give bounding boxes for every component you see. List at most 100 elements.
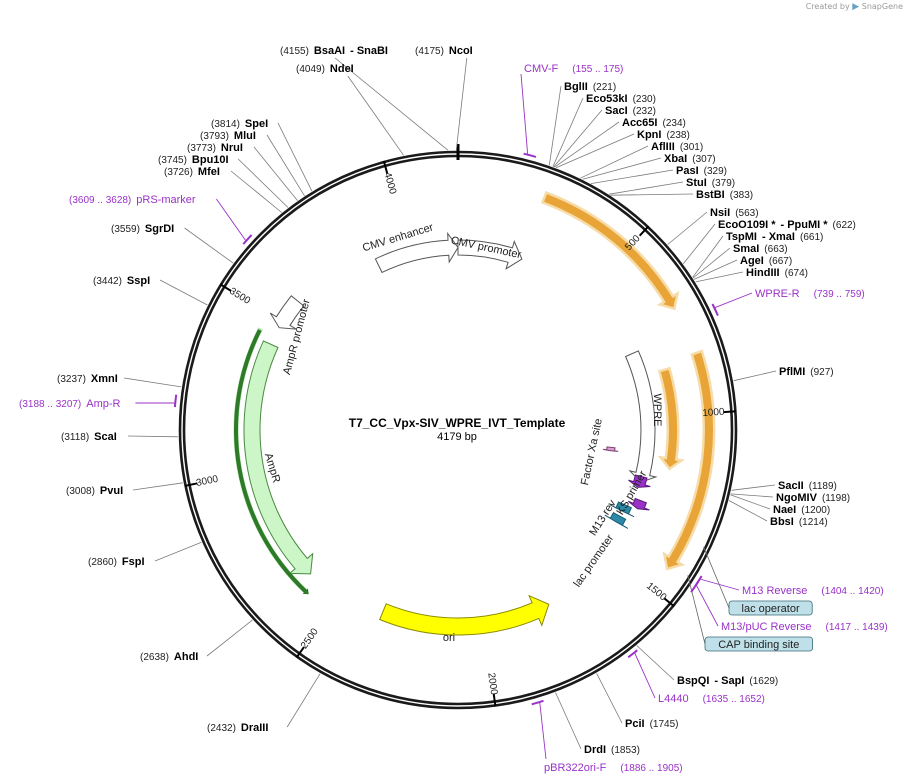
enzyme-eco53ki-connector [552, 97, 584, 167]
enzyme-ecoo109i-alias: - PpuMI * [780, 219, 828, 231]
enzyme-nrui[interactable]: (3773)NruI [187, 142, 243, 154]
enzyme-sgrdi[interactable]: (3559)SgrDI [111, 223, 174, 235]
primer-l4440[interactable]: L4440(1635 .. 1652) [658, 693, 765, 705]
enzyme-pcii[interactable]: PciI(1745) [625, 718, 678, 730]
enzyme-ecoo109i[interactable]: EcoO109I *- PpuMI *(622) [718, 219, 856, 231]
enzyme-ncoi[interactable]: (4175)NcoI [415, 45, 473, 57]
enzyme-bbsi-position: (1214) [799, 517, 828, 528]
enzyme-drdi[interactable]: DrdI(1853) [584, 744, 640, 756]
enzyme-nsii[interactable]: NsiI(563) [710, 207, 759, 219]
enzyme-mlui-text: (3793)MluI [200, 130, 256, 142]
enzyme-bbsi[interactable]: BbsI (1214) [770, 516, 828, 528]
primer-cmv-f[interactable]: CMV-F(155 .. 175) [524, 63, 623, 75]
enzyme-mlui[interactable]: (3793)MluI [200, 130, 256, 142]
enzyme-bbsi-text: BbsI (1214) [770, 516, 828, 528]
enzyme-agei-position: (667) [769, 256, 792, 267]
enzyme-bbsi-name: BbsI [770, 516, 794, 528]
primer-m13-reverse-position: (1404 .. 1420) [821, 586, 883, 597]
enzyme-xmni-name: XmnI [91, 373, 118, 385]
enzyme-mlui-position: (3793) [200, 131, 229, 142]
enzyme-smai-name: SmaI [733, 243, 759, 255]
primer-m13-puc-reverse-connector [695, 584, 719, 627]
enzyme-ecoo109i-name: EcoO109I * [718, 219, 776, 231]
enzyme-bspqi-alias: - SapI [714, 675, 744, 687]
enzyme-saci-name: SacI [605, 105, 628, 117]
enzyme-scai[interactable]: (3118)ScaI [61, 431, 117, 443]
boxed-cap-binding-site-box[interactable] [704, 636, 813, 652]
enzyme-smai[interactable]: SmaI(663) [733, 243, 788, 255]
enzyme-fspi[interactable]: (2860)FspI [88, 556, 145, 568]
enzyme-kpni[interactable]: KpnI(238) [637, 129, 690, 141]
enzyme-mfei[interactable]: (3726)MfeI [164, 166, 220, 178]
enzyme-bspqi[interactable]: BspQI- SapI(1629) [677, 675, 778, 687]
enzyme-spei[interactable]: (3814)SpeI [211, 118, 268, 130]
enzyme-eco53ki-text: Eco53kI(230) [586, 93, 656, 105]
boxed-lac-operator-label: lac operator [742, 603, 800, 615]
enzyme-tspmi[interactable]: TspMI- XmaI(661) [726, 231, 823, 243]
enzyme-naei[interactable]: NaeI(1200) [773, 504, 830, 516]
enzyme-smai-connector [692, 247, 731, 279]
enzyme-saci[interactable]: SacI(232) [605, 105, 656, 117]
enzyme-nrui-text: (3773)NruI [187, 142, 243, 154]
enzyme-bpu10i-name: Bpu10I [192, 154, 229, 166]
enzyme-xbai-name: XbaI [664, 153, 687, 165]
enzyme-pflmi[interactable]: PflMI(927) [779, 366, 834, 378]
enzyme-agei[interactable]: AgeI(667) [740, 255, 792, 267]
enzyme-fspi-position: (2860) [88, 557, 117, 568]
primer-wpre-r-mark [711, 303, 719, 317]
lac-operator-block [610, 501, 635, 518]
enzyme-acc65i-name: Acc65I [622, 117, 657, 129]
enzyme-sspi-position: (3442) [93, 276, 122, 287]
primer-amp-r[interactable]: (3188 .. 3207)Amp-R [19, 398, 121, 410]
enzyme-bpu10i[interactable]: (3745)Bpu10I [158, 154, 229, 166]
enzyme-bsaai-name: BsaAI [314, 45, 345, 57]
primer-pbr322ori-f-position: (1886 .. 1905) [620, 763, 682, 774]
primer-m13-reverse[interactable]: M13 Reverse(1404 .. 1420) [742, 585, 884, 597]
enzyme-bglii[interactable]: BglII(221) [564, 81, 616, 93]
enzyme-saci-text: SacI(232) [605, 105, 656, 117]
enzyme-xmni-connector [123, 377, 182, 388]
enzyme-ahdi[interactable]: (2638)AhdI [140, 651, 198, 663]
factor-xa-site [603, 446, 619, 452]
primer-amp-r-text: (3188 .. 3207)Amp-R [19, 398, 121, 410]
enzyme-hindiii-name: HindIII [746, 267, 780, 279]
enzyme-mfei-connector [230, 170, 282, 213]
enzyme-naei-text: NaeI(1200) [773, 504, 830, 516]
enzyme-draiii[interactable]: (2432)DraIII [207, 722, 268, 734]
primer-prs-marker-name: pRS-marker [136, 194, 196, 206]
primer-m13-puc-reverse[interactable]: M13/pUC Reverse(1417 .. 1439) [721, 621, 888, 633]
enzyme-sspi[interactable]: (3442)SspI [93, 275, 150, 287]
enzyme-bstbi[interactable]: BstBI(383) [696, 189, 753, 201]
enzyme-ncoi-position: (4175) [415, 46, 444, 57]
enzyme-afliii[interactable]: AflIII(301) [651, 141, 703, 153]
primer-l4440-connector [634, 652, 656, 699]
enzyme-pasi[interactable]: PasI(329) [676, 165, 727, 177]
enzyme-ndei-name: NdeI [330, 63, 354, 75]
enzyme-scai-position: (3118) [61, 432, 89, 443]
primer-prs-marker[interactable]: (3609 .. 3628)pRS-marker [69, 194, 196, 206]
enzyme-eco53ki[interactable]: Eco53kI(230) [586, 93, 656, 105]
enzyme-bsaai[interactable]: (4155)BsaAI- SnaBI [280, 45, 388, 57]
enzyme-ahdi-text: (2638)AhdI [140, 651, 198, 663]
boxed-lac-operator-box[interactable] [728, 600, 813, 616]
enzyme-ngomiv[interactable]: NgoMIV(1198) [776, 492, 850, 504]
enzyme-ndei[interactable]: (4049)NdeI [296, 63, 354, 75]
enzyme-stui[interactable]: StuI(379) [686, 177, 735, 189]
enzyme-hindiii-position: (674) [785, 268, 808, 279]
enzyme-pvui-connector [132, 482, 184, 491]
primer-pbr322ori-f[interactable]: pBR322ori-F(1886 .. 1905) [544, 762, 683, 774]
primer-wpre-r[interactable]: WPRE-R(739 .. 759) [755, 288, 865, 300]
primer-wpre-r-position: (739 .. 759) [814, 289, 865, 300]
enzyme-ngomiv-name: NgoMIV [776, 492, 818, 504]
enzyme-pvui[interactable]: (3008)PvuI [66, 485, 123, 497]
enzyme-hindiii[interactable]: HindIII (674) [746, 267, 808, 279]
enzyme-xmni[interactable]: (3237)XmnI [57, 373, 118, 385]
enzyme-acc65i[interactable]: Acc65I(234) [622, 117, 686, 129]
primer-prs-marker-connector [216, 198, 247, 242]
lac-promoter-block [604, 512, 629, 529]
cmv-promoter-arrow [457, 239, 523, 270]
enzyme-sacii[interactable]: SacII(1189) [778, 480, 837, 492]
enzyme-eco53ki-position: (230) [633, 94, 656, 105]
enzyme-xbai[interactable]: XbaI(307) [664, 153, 716, 165]
ks-primer-arrow [628, 474, 651, 488]
